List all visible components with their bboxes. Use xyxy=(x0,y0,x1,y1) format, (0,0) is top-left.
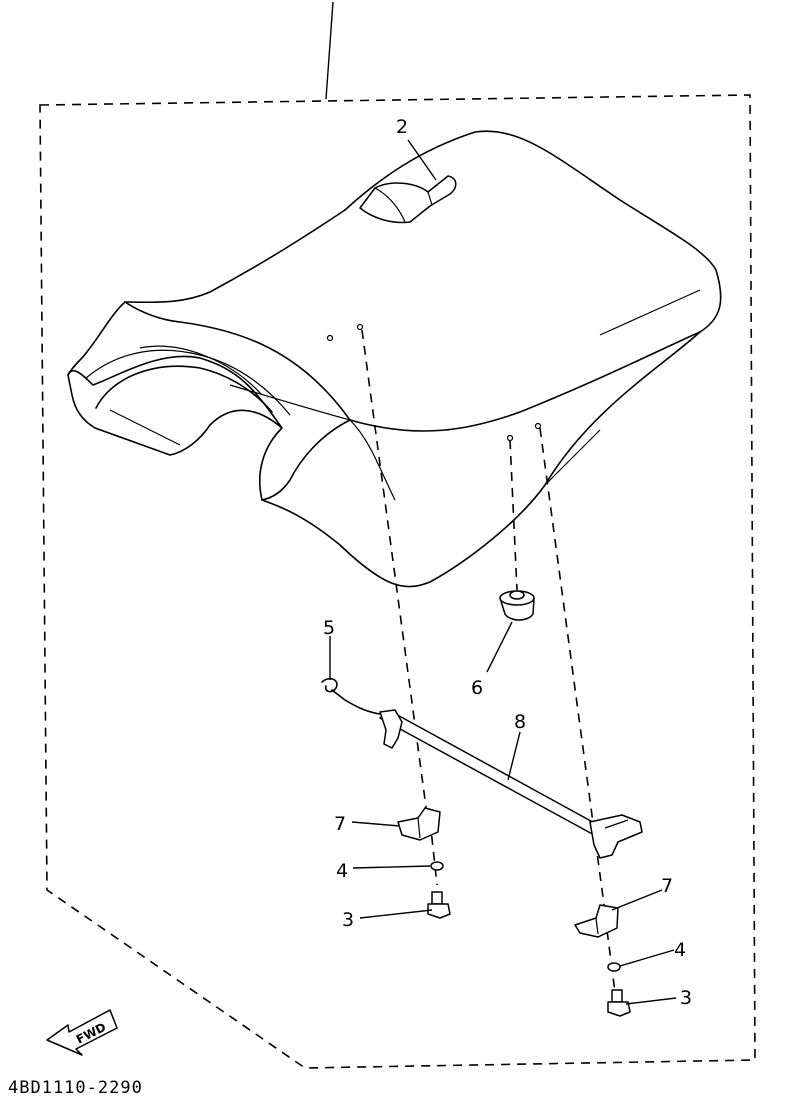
bracket-left xyxy=(397,807,441,841)
assembly-callout-leader xyxy=(325,1,334,100)
alignment-line xyxy=(429,819,438,886)
callout-2: 2 xyxy=(396,116,408,138)
seat xyxy=(67,130,722,588)
alignment-line xyxy=(361,329,429,823)
callout-3-right: 3 xyxy=(680,987,692,1009)
bolt-right xyxy=(607,989,631,1017)
callout-6: 6 xyxy=(471,677,483,699)
callout-5: 5 xyxy=(323,617,335,639)
bracket-right xyxy=(574,904,619,938)
clip xyxy=(321,677,381,715)
callout-3-left: 3 xyxy=(342,909,354,931)
callout-4-right: 4 xyxy=(674,939,686,961)
drawing-code: 4BD1110-2290 xyxy=(8,1078,143,1098)
rod-assembly xyxy=(379,709,643,859)
bolt-left xyxy=(427,891,451,919)
washer-left xyxy=(430,861,444,871)
callout-7-right: 7 xyxy=(661,875,673,897)
callout-8: 8 xyxy=(514,711,526,733)
rubber-damper xyxy=(499,590,535,621)
alignment-line xyxy=(509,439,518,591)
callout-4-left: 4 xyxy=(336,860,348,882)
assembly-boundary xyxy=(39,94,756,1069)
washer-right xyxy=(607,962,621,972)
seat-latch xyxy=(359,175,457,224)
alignment-line xyxy=(604,914,616,993)
callout-7-left: 7 xyxy=(334,813,346,835)
forward-arrow-icon: FWD xyxy=(46,1009,118,1056)
